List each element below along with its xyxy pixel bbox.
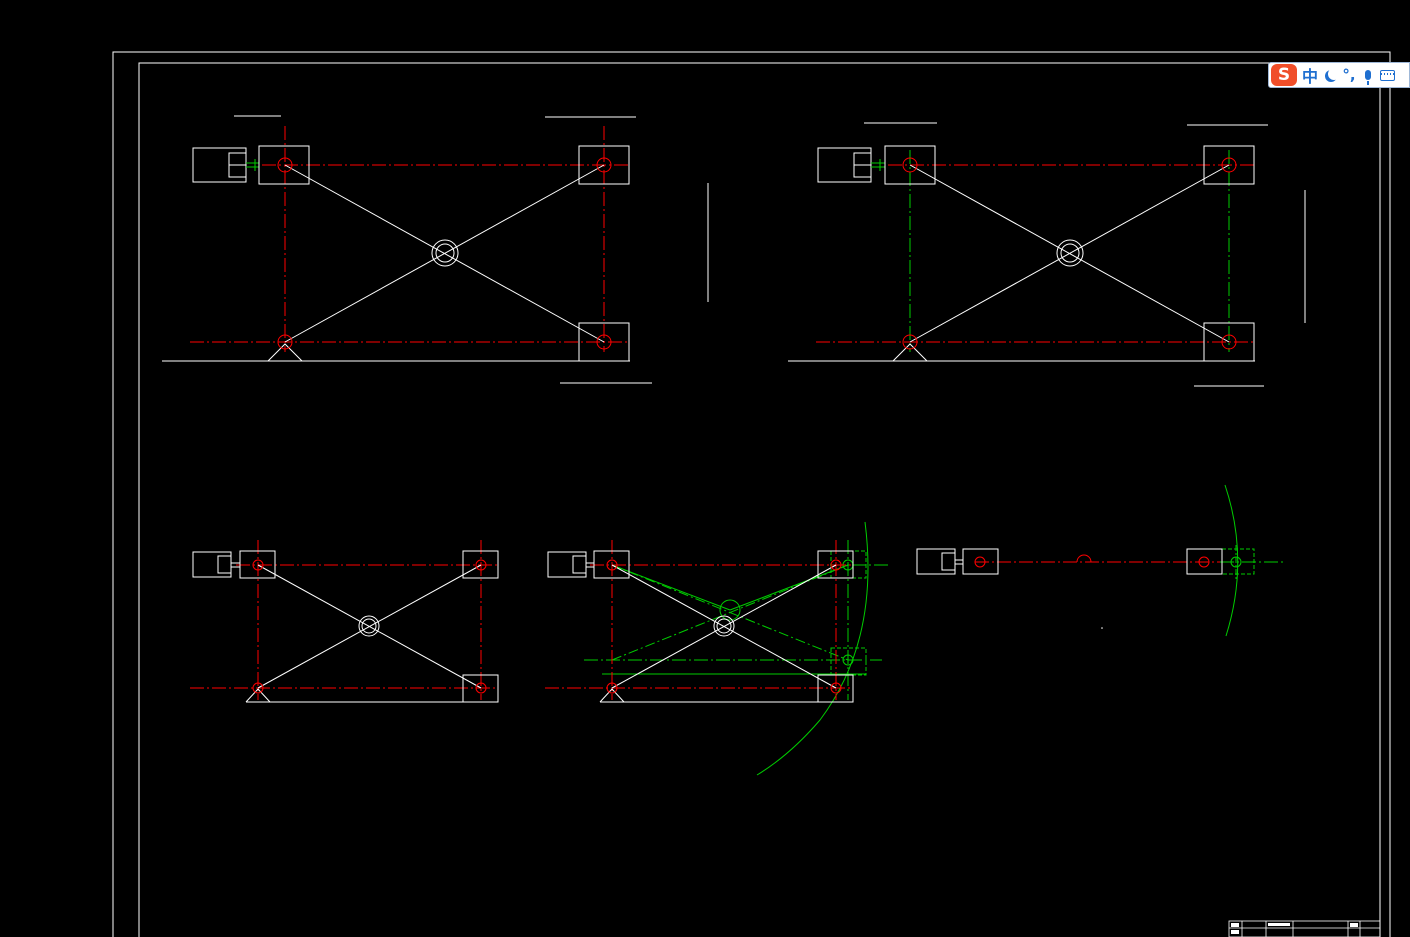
view-motion-trace[interactable] [545, 521, 888, 776]
centerlines-horizontal [816, 164, 1255, 343]
piston-rod [246, 159, 259, 171]
stray-point [1101, 627, 1103, 629]
joint-pins [252, 559, 487, 694]
scissor-arms [245, 564, 482, 703]
view-raised-right[interactable] [788, 122, 1306, 387]
punctuation-toggle[interactable]: °, [1342, 66, 1356, 84]
hydraulic-cylinder [547, 551, 594, 578]
keyboard-icon[interactable] [1380, 69, 1396, 81]
slider-blocks [593, 550, 854, 703]
piston-rod [871, 159, 885, 171]
drawing-frame [112, 51, 1391, 937]
dimension-lines [788, 122, 1306, 387]
centerlines-vertical [909, 150, 1230, 352]
joint-pins [277, 157, 612, 350]
scissor-arms [267, 164, 605, 362]
joint-pins [902, 157, 1237, 350]
view-collapsed[interactable] [916, 484, 1285, 637]
ime-toolbar[interactable]: S 中 °, [1268, 62, 1410, 88]
centerlines [190, 126, 630, 352]
ime-logo-icon[interactable]: S [1271, 64, 1297, 86]
hydraulic-cylinder [192, 551, 240, 578]
slider-blocks [916, 548, 1223, 575]
view-raised-left[interactable] [162, 115, 709, 384]
centerlines [190, 540, 498, 700]
microphone-icon[interactable] [1361, 70, 1375, 85]
ime-mode-toggle[interactable]: 中 [1302, 67, 1319, 86]
centerline-and-pins [974, 554, 1220, 568]
slider-blocks [239, 550, 499, 703]
hydraulic-cylinder [192, 147, 247, 183]
outer-border [112, 51, 1391, 937]
hydraulic-cylinder [817, 147, 872, 183]
scissor-arms [599, 564, 837, 703]
slider-blocks [884, 145, 1255, 362]
slider-blocks [258, 145, 630, 362]
title-block [1228, 920, 1381, 937]
construction-overlay [1220, 484, 1285, 637]
construction-overlay [584, 521, 888, 776]
scissor-arms [892, 164, 1230, 362]
centerlines [545, 540, 853, 700]
view-lowered-left[interactable] [190, 540, 499, 703]
moon-icon[interactable] [1323, 69, 1337, 81]
joint-pins [606, 559, 842, 694]
dimension-lines [162, 115, 709, 384]
inner-border [138, 62, 1381, 937]
